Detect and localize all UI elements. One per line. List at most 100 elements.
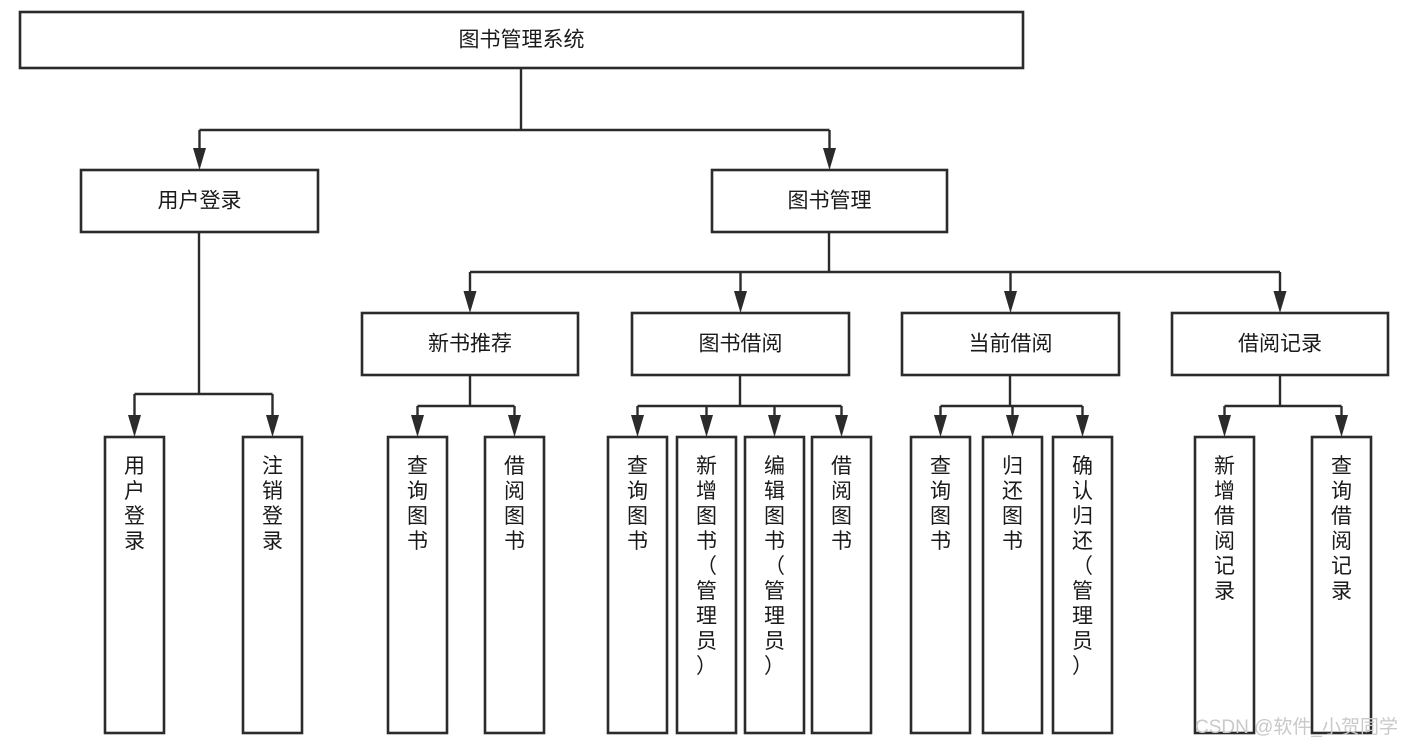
node-label-char: 询 (1331, 480, 1352, 503)
node-label-char: ） (764, 655, 785, 678)
node-box[interactable] (1193, 435, 1256, 735)
node-box[interactable] (981, 435, 1044, 735)
node-box[interactable] (606, 435, 669, 735)
node-box[interactable] (103, 435, 166, 735)
arrow-head-icon (835, 415, 848, 437)
node-box[interactable] (900, 311, 1121, 377)
node-new-book-recommend[interactable]: 新书推荐 (360, 311, 580, 377)
node-label-char: （ (764, 555, 785, 578)
node-label-char: 借 (1331, 505, 1352, 528)
conn-userlogin-to-leaves (128, 232, 279, 437)
node-leaf-return-book[interactable]: 归还图书归还图书 (981, 435, 1044, 735)
node-label-char: 询 (407, 480, 428, 503)
arrow-head-icon (1273, 291, 1287, 313)
node-label-char: 书 (407, 530, 428, 553)
node-label-char: 录 (1214, 580, 1235, 603)
arrow-head-icon (1004, 291, 1017, 313)
node-box[interactable] (386, 435, 449, 735)
node-label-char: 图 (831, 505, 852, 528)
node-box[interactable] (710, 168, 949, 234)
node-label-char: 登 (262, 505, 283, 528)
node-label-char: 认 (1072, 480, 1093, 503)
node-label-char: 阅 (504, 480, 525, 503)
conn-record-to-leaves (1218, 375, 1348, 437)
arrow-head-icon (266, 415, 279, 437)
node-box[interactable] (675, 435, 738, 735)
node-leaf-query-borrow-record[interactable]: 查询借阅记录查询借阅记录 (1310, 435, 1373, 735)
node-box[interactable] (909, 435, 972, 735)
node-user-login[interactable]: 用户登录 (79, 168, 320, 234)
node-label-char: 查 (407, 455, 428, 478)
node-label-char: 管 (1072, 580, 1093, 603)
node-label-char: 记 (1214, 555, 1235, 578)
conn-current-to-leaves (934, 375, 1089, 437)
node-box[interactable] (79, 168, 320, 234)
arrow-head-icon (508, 415, 521, 437)
node-label: 图书管理 (788, 190, 872, 213)
node-label-char: 图 (930, 505, 951, 528)
node-label-char: 阅 (831, 480, 852, 503)
node-label-char: 图 (696, 505, 717, 528)
node-box[interactable] (743, 435, 806, 735)
node-box[interactable] (810, 435, 873, 735)
node-leaf-logout[interactable]: 注销登录注销登录 (241, 435, 304, 735)
node-book-borrow[interactable]: 图书借阅 (630, 311, 851, 377)
node-book-management[interactable]: 图书管理 (710, 168, 949, 234)
node-box[interactable] (241, 435, 304, 735)
node-root[interactable]: 图书管理系统 (18, 10, 1025, 70)
node-label-char: ） (696, 655, 717, 678)
node-leaf-borrow-book-recommend[interactable]: 借阅图书借阅图书 (483, 435, 546, 735)
node-leaf-borrow-book[interactable]: 借阅图书借阅图书 (810, 435, 873, 735)
node-label-char: 管 (764, 580, 785, 603)
node-label-char: 员 (1072, 630, 1093, 653)
arrow-head-icon (768, 415, 781, 437)
node-label-char: 阅 (1214, 530, 1235, 553)
arrow-head-icon (934, 415, 947, 437)
node-box[interactable] (360, 311, 580, 377)
node-label-char: 理 (696, 605, 717, 628)
arrow-head-icon (1335, 415, 1348, 437)
node-label-char: 归 (1072, 505, 1093, 528)
node-leaf-add-borrow-record[interactable]: 新增借阅记录新增借阅记录 (1193, 435, 1256, 735)
arrow-head-icon (1218, 415, 1231, 437)
node-label-char: 书 (764, 530, 785, 553)
node-label-char: 增 (696, 480, 717, 503)
node-box[interactable] (1170, 311, 1390, 377)
node-label-char: 理 (1072, 605, 1093, 628)
node-box[interactable] (1051, 435, 1114, 735)
node-leaf-query-book-borrow[interactable]: 查询图书查询图书 (606, 435, 669, 735)
node-box[interactable] (1310, 435, 1373, 735)
conn-bookmgmt-to-level3 (463, 232, 1287, 313)
node-label-char: 书 (831, 530, 852, 553)
node-label-char: 编 (764, 455, 785, 478)
node-leaf-user-login[interactable]: 用户登录用户登录 (103, 435, 166, 735)
node-label-char: 书 (930, 530, 951, 553)
node-borrow-record[interactable]: 借阅记录 (1170, 311, 1390, 377)
node-current-borrow[interactable]: 当前借阅 (900, 311, 1121, 377)
node-box[interactable] (483, 435, 546, 735)
node-label: 借阅记录 (1238, 333, 1322, 356)
node-label-char: 还 (1072, 530, 1093, 553)
node-label-char: 查 (930, 455, 951, 478)
node-label-char: 销 (262, 480, 283, 503)
node-label: 图书借阅 (699, 333, 783, 356)
node-label-char: 注 (262, 455, 283, 478)
node-label-char: 查 (627, 455, 648, 478)
node-leaf-query-book-recommend[interactable]: 查询图书查询图书 (386, 435, 449, 735)
node-label-char: 户 (124, 480, 145, 503)
node-label: 当前借阅 (969, 333, 1053, 356)
node-box[interactable] (630, 311, 851, 377)
connector-layer (128, 68, 1348, 437)
node-label-char: ） (1072, 655, 1093, 678)
node-leaf-query-book-current[interactable]: 查询图书查询图书 (909, 435, 972, 735)
node-label-char: 图 (407, 505, 428, 528)
node-label-char: 员 (764, 630, 785, 653)
node-label-char: 记 (1331, 555, 1352, 578)
node-box[interactable] (18, 10, 1025, 70)
arrow-head-icon (631, 415, 644, 437)
